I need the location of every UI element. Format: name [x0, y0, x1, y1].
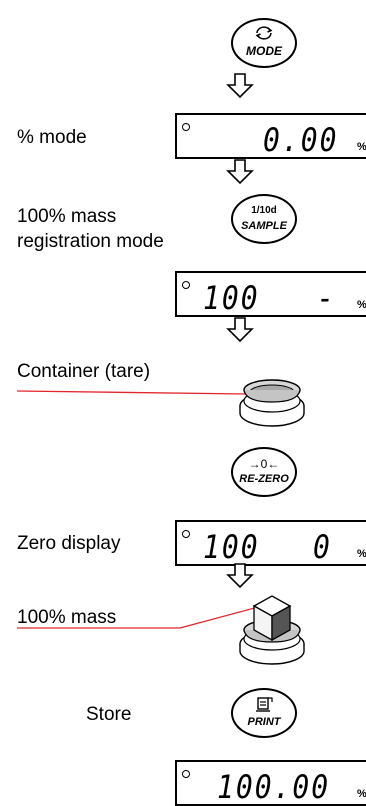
stability-indicator	[182, 281, 190, 289]
display-unit: %	[357, 788, 366, 800]
step-zero-display-label: Zero display	[17, 533, 121, 554]
mode-button[interactable]: MODE	[231, 18, 297, 68]
stability-indicator	[182, 123, 190, 131]
down-arrow-icon	[226, 159, 254, 185]
rezero-button[interactable]: →0← RE-ZERO	[231, 447, 297, 497]
sample-button-top-label: 1/10d	[251, 205, 277, 216]
step-hundred-mass-label: 100% mass	[17, 607, 117, 628]
step-container-label: Container (tare)	[17, 361, 151, 382]
display-unit: %	[357, 548, 366, 560]
balance-pan-with-container-icon	[239, 379, 305, 427]
printer-icon	[256, 697, 273, 712]
sample-button[interactable]: 1/10d SAMPLE	[231, 194, 297, 244]
step-store-label: Store	[86, 704, 132, 725]
display-stored: 100.00 %	[175, 760, 366, 806]
display-sample-count: 100	[203, 527, 260, 566]
step-registration-label-line2: registration mode	[17, 231, 164, 252]
down-arrow-icon	[226, 317, 254, 343]
step-registration-label-line1: 100% mass	[17, 206, 117, 227]
display-registration: 100 - %	[175, 271, 366, 317]
sample-button-label: SAMPLE	[241, 220, 287, 232]
display-zero: 100 0 %	[175, 520, 366, 566]
down-arrow-icon	[226, 73, 254, 99]
display-percent-mode: 0.00 %	[175, 113, 366, 159]
stability-indicator	[182, 770, 190, 778]
rezero-arrows-icon: →0←	[248, 457, 280, 471]
print-button[interactable]: PRINT	[231, 688, 297, 738]
print-button-label: PRINT	[247, 716, 281, 728]
display-value: -	[317, 278, 336, 317]
display-unit: %	[357, 299, 366, 311]
stability-indicator	[182, 530, 190, 538]
step-percent-mode-label: % mode	[17, 127, 87, 148]
mode-button-label: MODE	[246, 44, 282, 58]
display-value: 0.00	[263, 120, 339, 159]
display-value: 0	[313, 527, 332, 566]
display-sample-count: 100	[203, 278, 260, 317]
display-value: 100.00	[217, 767, 331, 806]
balance-pan-with-sample-icon	[239, 595, 305, 665]
rezero-button-label: RE-ZERO	[239, 473, 289, 485]
cycle-icon	[255, 26, 273, 40]
down-arrow-icon	[226, 563, 254, 589]
display-unit: %	[357, 141, 366, 153]
